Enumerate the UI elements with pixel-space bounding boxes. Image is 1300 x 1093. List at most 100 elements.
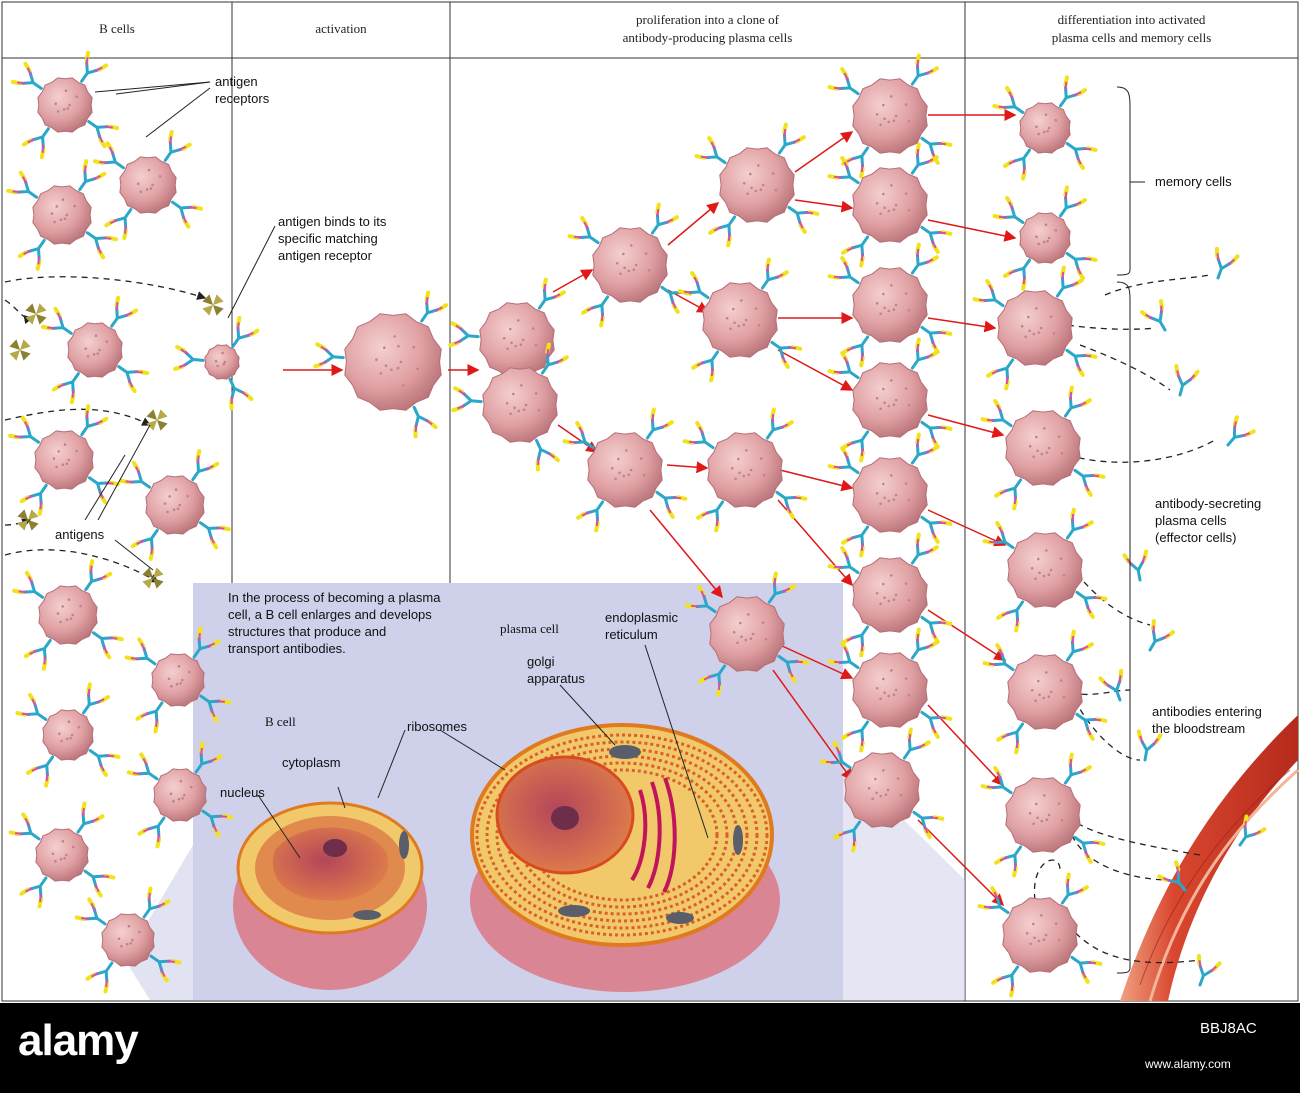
watermark-brand: alamy xyxy=(18,1016,139,1065)
antigen xyxy=(9,339,31,361)
receptor-antibody xyxy=(201,809,234,838)
receptor-antibody xyxy=(92,141,125,170)
receptor-antibody xyxy=(920,710,953,739)
receptor-antibody xyxy=(827,156,860,185)
receptor-antibody xyxy=(677,271,710,300)
inset-nucleus: nucleus xyxy=(220,785,265,800)
receptor-antibody xyxy=(149,954,182,983)
receptor-antibody xyxy=(972,279,1005,308)
antigen-path xyxy=(1033,859,1061,901)
proliferation-arrow xyxy=(666,461,709,474)
receptor-antibody xyxy=(534,438,560,472)
plasma-cell-cross-section xyxy=(470,723,780,992)
receptor-antibody xyxy=(163,129,192,162)
b-cell xyxy=(12,559,124,671)
receptor-antibody xyxy=(1003,148,1032,181)
receptor-antibody xyxy=(1075,712,1108,741)
er-membrane xyxy=(495,747,749,923)
free-antibody xyxy=(1148,619,1176,652)
proliferation-arrow xyxy=(779,469,854,492)
column-header-differentiation: differentiation into activated plasma ce… xyxy=(1051,12,1212,45)
antigen xyxy=(146,409,168,431)
er-membrane xyxy=(515,761,729,909)
b-cell xyxy=(982,507,1108,633)
b-cell xyxy=(313,290,449,439)
receptor-antibody xyxy=(173,345,205,371)
receptor-antibody xyxy=(833,820,862,853)
receptor-antibody xyxy=(84,559,113,592)
antigen-path xyxy=(4,299,34,324)
receptor-antibody xyxy=(1058,75,1087,108)
b-cell xyxy=(980,752,1106,878)
receptor-antibody xyxy=(977,886,1010,915)
b-cell xyxy=(827,532,953,658)
receptor-antibody xyxy=(696,500,725,533)
receptor-antibody xyxy=(576,500,605,533)
receptor-antibody xyxy=(787,205,820,234)
free-antibodies xyxy=(1098,246,1267,987)
proliferation-arrow xyxy=(794,199,854,213)
receptor-antibody xyxy=(1073,468,1106,497)
column-header-b-cells: B cells xyxy=(99,21,135,37)
b-cell xyxy=(992,185,1098,291)
inset-golgi: golgi apparatus xyxy=(527,654,585,686)
receptor-antibody xyxy=(920,615,953,644)
receptor-antibody xyxy=(562,421,595,450)
receptor-antibody xyxy=(841,625,870,658)
blood-vessel xyxy=(1120,715,1299,1002)
b-cell xyxy=(827,627,953,753)
b-cell xyxy=(10,50,120,160)
receptor-antibody xyxy=(920,515,953,544)
free-antibody xyxy=(1136,729,1163,762)
receptor-antibody xyxy=(698,664,727,697)
receptor-antibody xyxy=(986,358,1015,391)
b-cell xyxy=(15,682,121,788)
b-cell xyxy=(562,407,688,533)
receptor-antibody xyxy=(124,637,157,666)
b-cell-cross-section xyxy=(233,801,427,990)
column-header-activation: activation xyxy=(315,21,367,37)
receptor-antibody xyxy=(8,812,41,841)
b-cell xyxy=(8,801,116,909)
antigen xyxy=(142,567,164,589)
b-cell xyxy=(694,122,820,248)
receptor-antibody xyxy=(1060,872,1089,905)
receptor-antibody xyxy=(1055,265,1084,298)
receptor-antibody xyxy=(992,86,1025,115)
proliferation-arrow xyxy=(927,414,1005,439)
receptor-antibody xyxy=(85,231,118,260)
receptor-antibody xyxy=(17,238,46,271)
b-cell xyxy=(992,75,1098,181)
receptor-antibody xyxy=(313,342,345,369)
proliferation-arrow xyxy=(927,609,1007,661)
receptor-antibody xyxy=(694,136,727,165)
label-antigen-binds: antigen binds to its specific matching a… xyxy=(278,214,387,263)
receptor-antibody xyxy=(912,810,945,839)
receptor-antibody xyxy=(104,208,133,241)
receptor-antibody xyxy=(26,755,55,788)
b-cell xyxy=(6,159,118,271)
free-antibody xyxy=(1122,549,1149,582)
receptor-antibody xyxy=(23,638,52,671)
b-cell xyxy=(827,337,953,463)
receptor-antibody xyxy=(910,53,939,86)
b-cell xyxy=(982,629,1108,755)
inset-ribosomes: ribosomes xyxy=(407,719,467,734)
free-antibody xyxy=(1174,364,1200,397)
receptor-antibody xyxy=(910,432,939,465)
b-cell xyxy=(567,202,693,328)
receptor-antibody xyxy=(451,386,483,413)
label-antigens: antigens xyxy=(55,527,105,542)
receptor-antibody xyxy=(194,741,223,774)
receptor-antibody xyxy=(980,766,1013,795)
receptor-antibody xyxy=(192,626,221,659)
frame xyxy=(1,1,1299,1002)
b-cell xyxy=(92,129,204,241)
receptor-antibody xyxy=(85,961,114,994)
receptor-antibody xyxy=(142,886,171,919)
b-cell xyxy=(8,404,120,516)
antigen xyxy=(17,509,39,531)
b-cell xyxy=(448,277,566,407)
receptor-antibody xyxy=(765,407,794,440)
